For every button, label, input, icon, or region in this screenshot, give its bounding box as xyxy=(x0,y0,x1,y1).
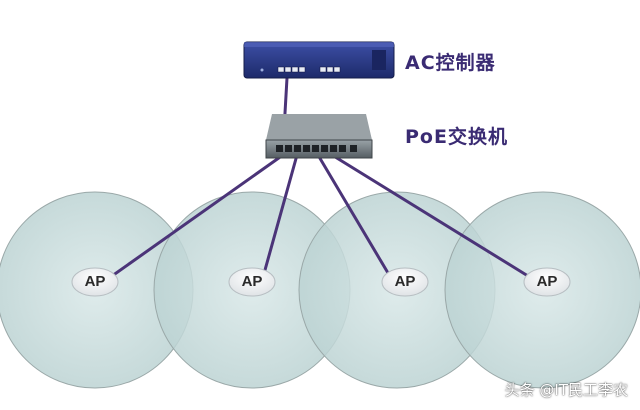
ac-controller-label: AC控制器 xyxy=(405,52,496,74)
cable-switch-to-ap-3 xyxy=(316,153,390,275)
ap-label-4: AP xyxy=(536,273,558,290)
access-points xyxy=(71,267,571,297)
access-point-device xyxy=(228,267,276,297)
access-point-device xyxy=(71,267,119,297)
ap-label-3: AP xyxy=(394,273,416,290)
access-point-device xyxy=(381,267,429,297)
cable-switch-to-ap-2 xyxy=(263,153,299,272)
cable-switch-to-ap-1 xyxy=(110,153,285,278)
ap-label-2: AP xyxy=(241,273,263,290)
ac-controller-device xyxy=(243,41,395,79)
watermark-text: 头条 @IT民工李农 xyxy=(504,381,628,399)
poe-switch-device xyxy=(265,114,373,159)
network-cables xyxy=(110,76,530,278)
cable-switch-to-ap-4 xyxy=(330,153,530,278)
access-point-device xyxy=(523,267,571,297)
poe-switch-label: PoE交换机 xyxy=(405,126,508,148)
ap-label-1: AP xyxy=(84,273,106,290)
